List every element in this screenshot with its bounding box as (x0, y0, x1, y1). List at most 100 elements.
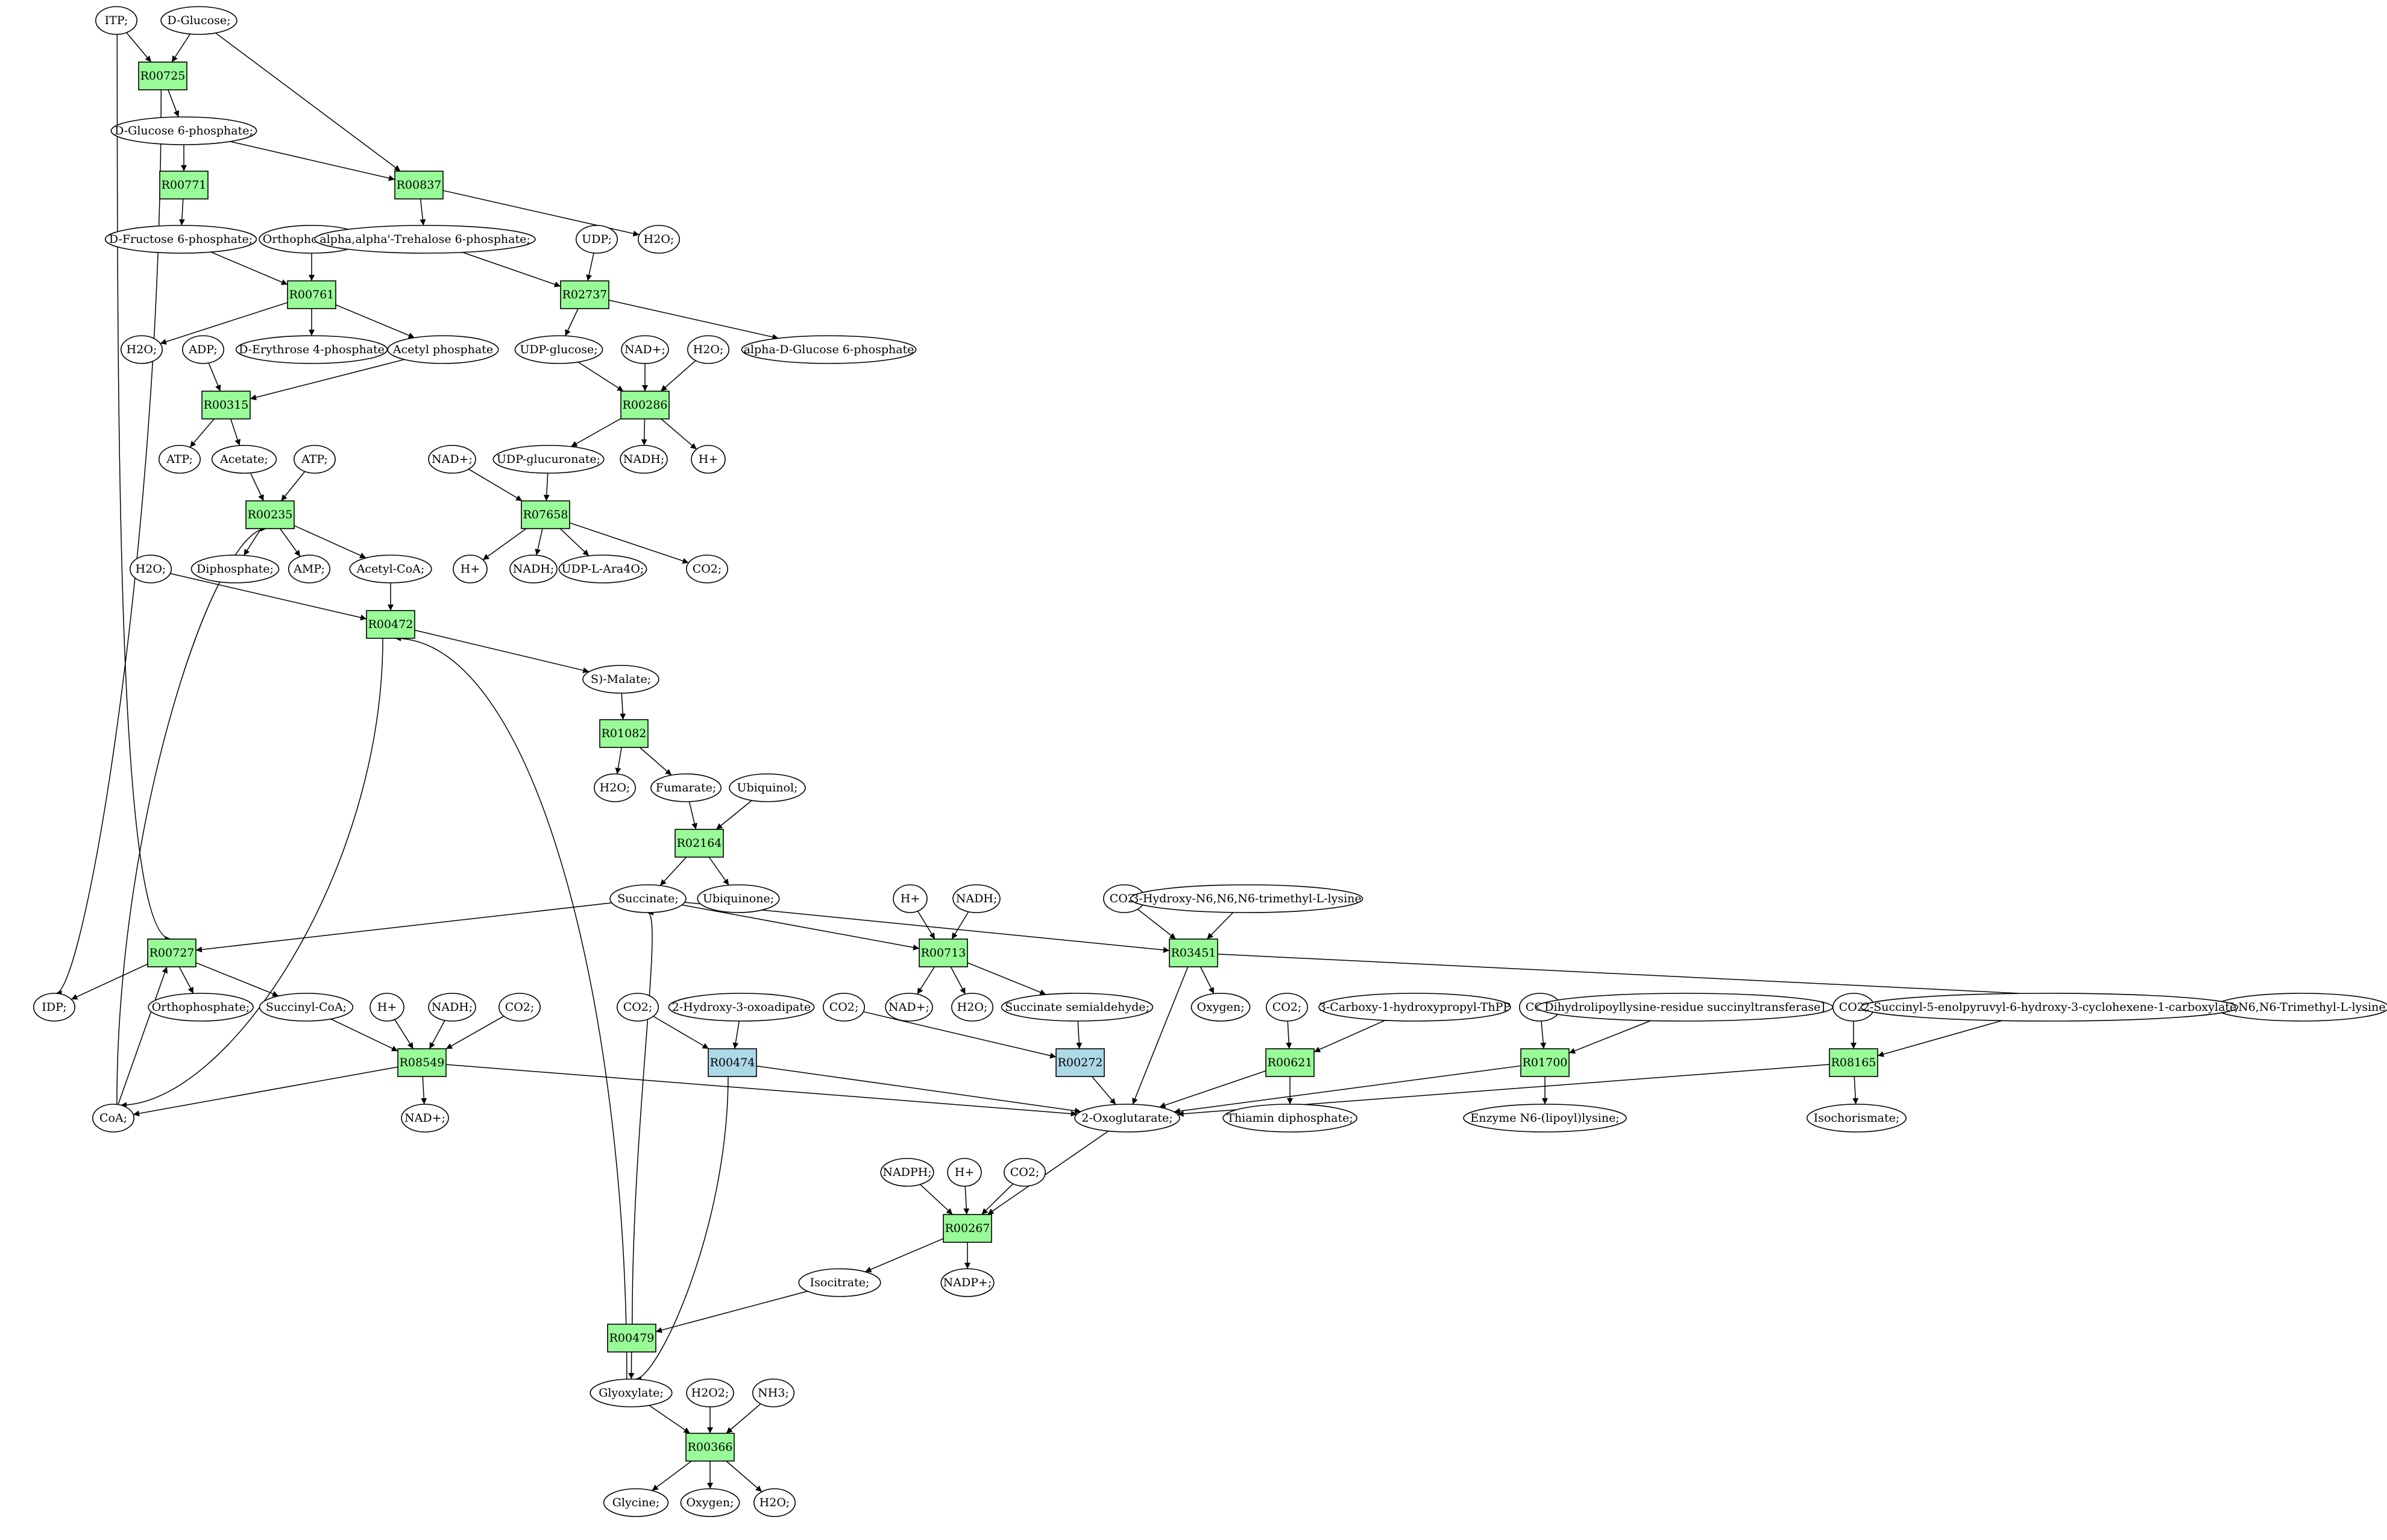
metabolite-node-enzymelipoyl[interactable]: Enzyme N6-(lipoyl)lysine; (1463, 1104, 1627, 1133)
metabolite-node-co2_8549[interactable]: CO2; (498, 993, 541, 1022)
metabolite-node-oxygen_3451[interactable]: Oxygen; (1190, 993, 1251, 1022)
metabolite-node-h2o2[interactable]: H2O2; (686, 1378, 734, 1407)
reaction-node-r00713[interactable]: R00713 (919, 938, 968, 967)
metabolite-node-smalate[interactable]: S)-Malate; (582, 665, 659, 694)
metabolite-node-h_8549[interactable]: H+ (370, 993, 404, 1022)
metabolite-node-diphosphate[interactable]: Diphosphate; (190, 555, 280, 583)
reaction-node-r00267[interactable]: R00267 (943, 1214, 992, 1243)
metabolite-node-nadh_713[interactable]: NADH; (952, 884, 1001, 913)
reaction-node-r07658[interactable]: R07658 (521, 500, 570, 529)
metabolite-node-carboxyhpthpp[interactable]: 3-Carboxy-1-hydroxypropyl-ThPP (1318, 993, 1511, 1022)
reaction-node-r08549[interactable]: R08549 (397, 1048, 447, 1077)
metabolite-node-co2_621[interactable]: CO2; (1266, 993, 1309, 1022)
reaction-node-r01700[interactable]: R01700 (1520, 1048, 1570, 1077)
metabolite-node-hydroxytml[interactable]: 3-Hydroxy-N6,N6,N6-trimethyl-L-lysine (1130, 884, 1363, 913)
metabolite-node-h2o_713[interactable]: H2O; (951, 993, 994, 1022)
metabolite-node-glyoxylate[interactable]: Glyoxylate; (590, 1378, 673, 1407)
metabolite-node-erythrose4p[interactable]: D-Erythrose 4-phosphate (235, 335, 388, 364)
metabolite-node-isochorismate[interactable]: Isochorismate; (1807, 1104, 1907, 1133)
reaction-node-r00366[interactable]: R00366 (685, 1433, 735, 1462)
metabolite-node-nadh_8549[interactable]: NADH; (428, 993, 476, 1022)
reaction-node-r00837[interactable]: R00837 (394, 171, 444, 200)
metabolite-node-atp_235[interactable]: ATP; (293, 445, 336, 474)
metabolite-node-nad_8549[interactable]: NAD+; (401, 1104, 449, 1133)
reaction-node-r03451[interactable]: R03451 (1169, 938, 1218, 967)
metabolite-node-co2_272[interactable]: CO2; (823, 993, 866, 1022)
metabolite-node-acetate[interactable]: Acetate; (211, 445, 277, 474)
reaction-node-r00474[interactable]: R00474 (708, 1048, 757, 1077)
metabolite-node-atp_315[interactable]: ATP; (158, 445, 201, 474)
metabolite-node-nadh_7658[interactable]: NADH; (509, 555, 558, 583)
reaction-node-r00272[interactable]: R00272 (1055, 1048, 1105, 1077)
reaction-node-r00479[interactable]: R00479 (607, 1324, 656, 1353)
reaction-node-r00235[interactable]: R00235 (245, 500, 295, 529)
metabolite-node-acetylcoa[interactable]: Acetyl-CoA; (349, 555, 432, 583)
metabolite-node-dihydrolipoyl[interactable]: Dihydrolipoyllysine-residue succinyltran… (1536, 993, 1834, 1022)
metabolite-node-succinylcoa[interactable]: Succinyl-CoA; (259, 993, 354, 1022)
metabolite-node-co2_3451[interactable]: CO2; (1103, 884, 1146, 913)
reaction-node-r02164[interactable]: R02164 (675, 829, 724, 858)
reaction-node-r00286[interactable]: R00286 (620, 391, 670, 420)
metabolite-node-thiamindp[interactable]: Thiamin diphosphate; (1222, 1104, 1357, 1133)
metabolite-node-udp[interactable]: UDP; (575, 225, 618, 254)
reaction-node-r00315[interactable]: R00315 (201, 391, 251, 420)
metabolite-node-amp[interactable]: AMP; (288, 555, 330, 583)
metabolite-node-h2o_837[interactable]: H2O; (638, 225, 681, 254)
metabolite-node-hydroxyoxoadipate[interactable]: 2-Hydroxy-3-oxoadipate (668, 993, 815, 1022)
metabolite-node-dglucose[interactable]: D-Glucose; (160, 6, 237, 35)
metabolite-node-ubiquinone[interactable]: Ubiquinone; (697, 884, 780, 913)
metabolite-node-f6p[interactable]: D-Fructose 6-phosphate; (104, 225, 257, 254)
metabolite-node-nadph[interactable]: NADPH; (880, 1158, 934, 1187)
metabolite-node-h_7658[interactable]: H+ (453, 555, 488, 583)
metabolite-node-itp[interactable]: ITP; (95, 6, 138, 35)
metabolite-node-h2o_286[interactable]: H2O; (687, 335, 730, 364)
metabolite-node-co2_267[interactable]: CO2; (1004, 1158, 1046, 1187)
metabolite-node-h2o_1082[interactable]: H2O; (593, 773, 636, 802)
metabolite-node-adglc6p[interactable]: alpha-D-Glucose 6-phosphate (741, 335, 917, 364)
metabolite-node-adp[interactable]: ADP; (181, 335, 224, 364)
metabolite-node-acetylp[interactable]: Acetyl phosphate (387, 335, 499, 364)
metabolite-node-nadh_286[interactable]: NADH; (620, 445, 668, 474)
metabolite-node-co2_7658[interactable]: CO2; (686, 555, 729, 583)
metabolite-node-g6p[interactable]: D-Glucose 6-phosphate; (110, 116, 257, 145)
metabolite-node-h_286[interactable]: H+ (691, 445, 726, 474)
reaction-node-r02737[interactable]: R02737 (560, 280, 609, 309)
metabolite-node-co2_8165[interactable]: CO2; (1832, 993, 1875, 1022)
metabolite-node-ortho2[interactable]: Orthophosphate; (148, 993, 254, 1022)
reaction-node-r00771[interactable]: R00771 (159, 171, 209, 200)
metabolite-node-isocitrate[interactable]: Isocitrate; (798, 1268, 881, 1297)
metabolite-node-ubiquinol[interactable]: Ubiquinol; (729, 773, 806, 802)
metabolite-node-sephchc[interactable]: 2-Succinyl-5-enolpyruvyl-6-hydroxy-3-cyc… (1860, 993, 2239, 1022)
metabolite-node-h2o_761[interactable]: H2O; (121, 335, 163, 364)
metabolite-node-nad_713[interactable]: NAD+; (885, 993, 933, 1022)
reaction-node-r00725[interactable]: R00725 (138, 61, 187, 90)
metabolite-node-fumarate[interactable]: Fumarate; (650, 773, 722, 802)
metabolite-node-coa[interactable]: CoA; (92, 1104, 135, 1133)
metabolite-node-nadp[interactable]: NADP+; (940, 1268, 995, 1297)
metabolite-node-h_713[interactable]: H+ (893, 884, 928, 913)
metabolite-node-oxoglutarate[interactable]: 2-Oxoglutarate; (1074, 1104, 1180, 1133)
metabolite-node-tml[interactable]: N6,N6,N6-Trimethyl-L-lysine (2213, 993, 2387, 1022)
metabolite-node-h_267[interactable]: H+ (947, 1158, 982, 1187)
metabolite-node-udpara4o[interactable]: UDP-L-Ara4O; (558, 555, 647, 583)
metabolite-node-trehalose6p[interactable]: alpha,alpha'-Trehalose 6-phosphate; (314, 225, 536, 254)
metabolite-node-co2_474[interactable]: CO2; (616, 993, 659, 1022)
metabolite-node-glycine[interactable]: Glycine; (603, 1488, 669, 1517)
metabolite-node-udpglucuronate[interactable]: UDP-glucuronate; (492, 445, 605, 474)
metabolite-node-h2o_472[interactable]: H2O; (130, 555, 172, 583)
reaction-node-r00472[interactable]: R00472 (366, 610, 415, 639)
metabolite-node-succinate[interactable]: Succinate; (609, 884, 687, 913)
metabolite-node-h2o_366[interactable]: H2O; (753, 1488, 796, 1517)
reaction-node-r08165[interactable]: R08165 (1829, 1048, 1878, 1077)
reaction-node-r00761[interactable]: R00761 (287, 280, 336, 309)
metabolite-node-udpglucose[interactable]: UDP-glucose; (514, 335, 603, 364)
reaction-node-r01082[interactable]: R01082 (599, 719, 649, 748)
metabolite-node-oxygen_366[interactable]: Oxygen; (680, 1488, 740, 1517)
metabolite-node-nh3[interactable]: NH3; (752, 1378, 795, 1407)
reaction-node-r00727[interactable]: R00727 (147, 938, 197, 967)
metabolite-node-nad_286[interactable]: NAD+; (621, 335, 669, 364)
reaction-node-r00621[interactable]: R00621 (1265, 1048, 1315, 1077)
metabolite-node-idp[interactable]: IDP; (33, 993, 76, 1022)
metabolite-node-nad_7658[interactable]: NAD+; (428, 445, 476, 474)
metabolite-node-succsemialdehyde[interactable]: Succinate semialdehyde; (1001, 993, 1154, 1022)
